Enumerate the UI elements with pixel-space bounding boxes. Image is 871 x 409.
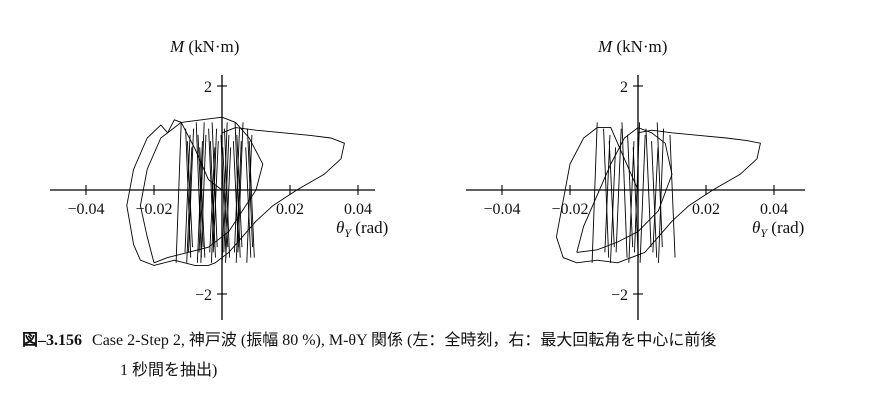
response-spike-1-9 bbox=[632, 147, 639, 258]
response-spike-0-1 bbox=[185, 128, 192, 258]
response-spike-0-30 bbox=[237, 122, 244, 253]
response-spike-0-32 bbox=[246, 134, 253, 263]
x-tick-label-1-2: 0.02 bbox=[692, 201, 720, 218]
response-spike-0-33 bbox=[248, 141, 255, 258]
hysteresis-curve-1-1 bbox=[576, 127, 673, 253]
response-spike-0-24 bbox=[225, 147, 232, 263]
x-tick-label-0-2: 0.02 bbox=[276, 201, 304, 218]
response-spike-0-0 bbox=[175, 122, 182, 263]
response-spike-1-0 bbox=[591, 122, 598, 263]
response-spike-0-22 bbox=[223, 134, 230, 253]
response-spike-1-15 bbox=[656, 122, 663, 248]
response-spike-0-13 bbox=[209, 141, 216, 258]
x-tick-label-0-0: −0.04 bbox=[67, 201, 104, 218]
response-spike-0-18 bbox=[212, 141, 219, 253]
response-spike-1-17 bbox=[669, 134, 676, 258]
y-tick-label-1-1: −2 bbox=[611, 287, 628, 304]
response-spike-0-21 bbox=[224, 128, 231, 258]
response-spike-1-11 bbox=[645, 128, 652, 248]
hysteresis-curve-1-0 bbox=[555, 127, 761, 264]
response-spike-1-5 bbox=[621, 122, 628, 258]
x-tick-label-0-1: −0.02 bbox=[135, 201, 172, 218]
response-spike-0-25 bbox=[234, 122, 241, 258]
x-axis-label-0: θY (rad) bbox=[336, 218, 388, 240]
response-spike-1-16 bbox=[658, 128, 665, 263]
response-spike-0-12 bbox=[200, 134, 207, 263]
response-spike-0-2 bbox=[184, 134, 191, 253]
x-tick-label-1-1: −0.02 bbox=[551, 201, 588, 218]
response-spike-1-12 bbox=[639, 134, 646, 263]
response-spike-0-16 bbox=[211, 128, 217, 263]
response-spike-0-17 bbox=[220, 134, 227, 258]
response-spike-1-1 bbox=[603, 128, 610, 258]
figure-caption: 図–3.156 Case 2-Step 2, 神戸波 (振幅 80 %), M-θ… bbox=[22, 326, 862, 386]
x-axis-label-1: θY (rad) bbox=[752, 218, 804, 240]
response-spike-0-8 bbox=[196, 141, 203, 263]
plots-canvas: −0.04 −0.02 0.02 0.04 2 −2 M (kN·m) θY (rad) −0.… bbox=[50, 37, 805, 320]
response-spike-1-13 bbox=[651, 141, 658, 258]
response-spike-0-26 bbox=[233, 128, 240, 253]
response-spike-1-2 bbox=[604, 134, 611, 253]
response-spike-1-8 bbox=[628, 141, 635, 263]
y-tick-label-0-1: −2 bbox=[195, 287, 212, 304]
response-spike-0-6 bbox=[188, 128, 195, 253]
response-spike-0-9 bbox=[199, 147, 206, 258]
response-spike-0-4 bbox=[186, 147, 193, 263]
y-axis-label-1: M (kN·m) bbox=[597, 37, 667, 56]
response-spike-1-6 bbox=[615, 128, 622, 253]
caption-line1: Case 2-Step 2, 神戸波 (振幅 80 %), M-θY 関係 (左… bbox=[92, 332, 717, 349]
x-tick-label-1-0: −0.04 bbox=[483, 201, 520, 218]
response-spike-1-14 bbox=[652, 147, 659, 253]
response-spike-0-28 bbox=[235, 141, 242, 263]
response-spike-1-10 bbox=[634, 122, 641, 253]
x-tick-label-0-3: 0.04 bbox=[344, 201, 372, 218]
response-spike-0-29 bbox=[245, 147, 252, 258]
response-spike-0-20 bbox=[221, 122, 228, 263]
response-spike-1-4 bbox=[610, 147, 617, 263]
response-spike-0-10 bbox=[198, 122, 205, 253]
y-tick-label-0-0: 2 bbox=[204, 79, 212, 96]
caption-line2: 1 秒間を抽出) bbox=[120, 362, 218, 379]
response-spike-1-7 bbox=[627, 134, 634, 248]
x-tick-label-1-3: 0.04 bbox=[760, 201, 788, 218]
response-spike-0-5 bbox=[195, 122, 202, 258]
y-tick-label-1-0: 2 bbox=[620, 79, 628, 96]
y-axis-label-0: M (kN·m) bbox=[169, 37, 239, 56]
response-spike-1-3 bbox=[608, 141, 615, 248]
caption-number: 図–3.156 bbox=[22, 332, 83, 349]
